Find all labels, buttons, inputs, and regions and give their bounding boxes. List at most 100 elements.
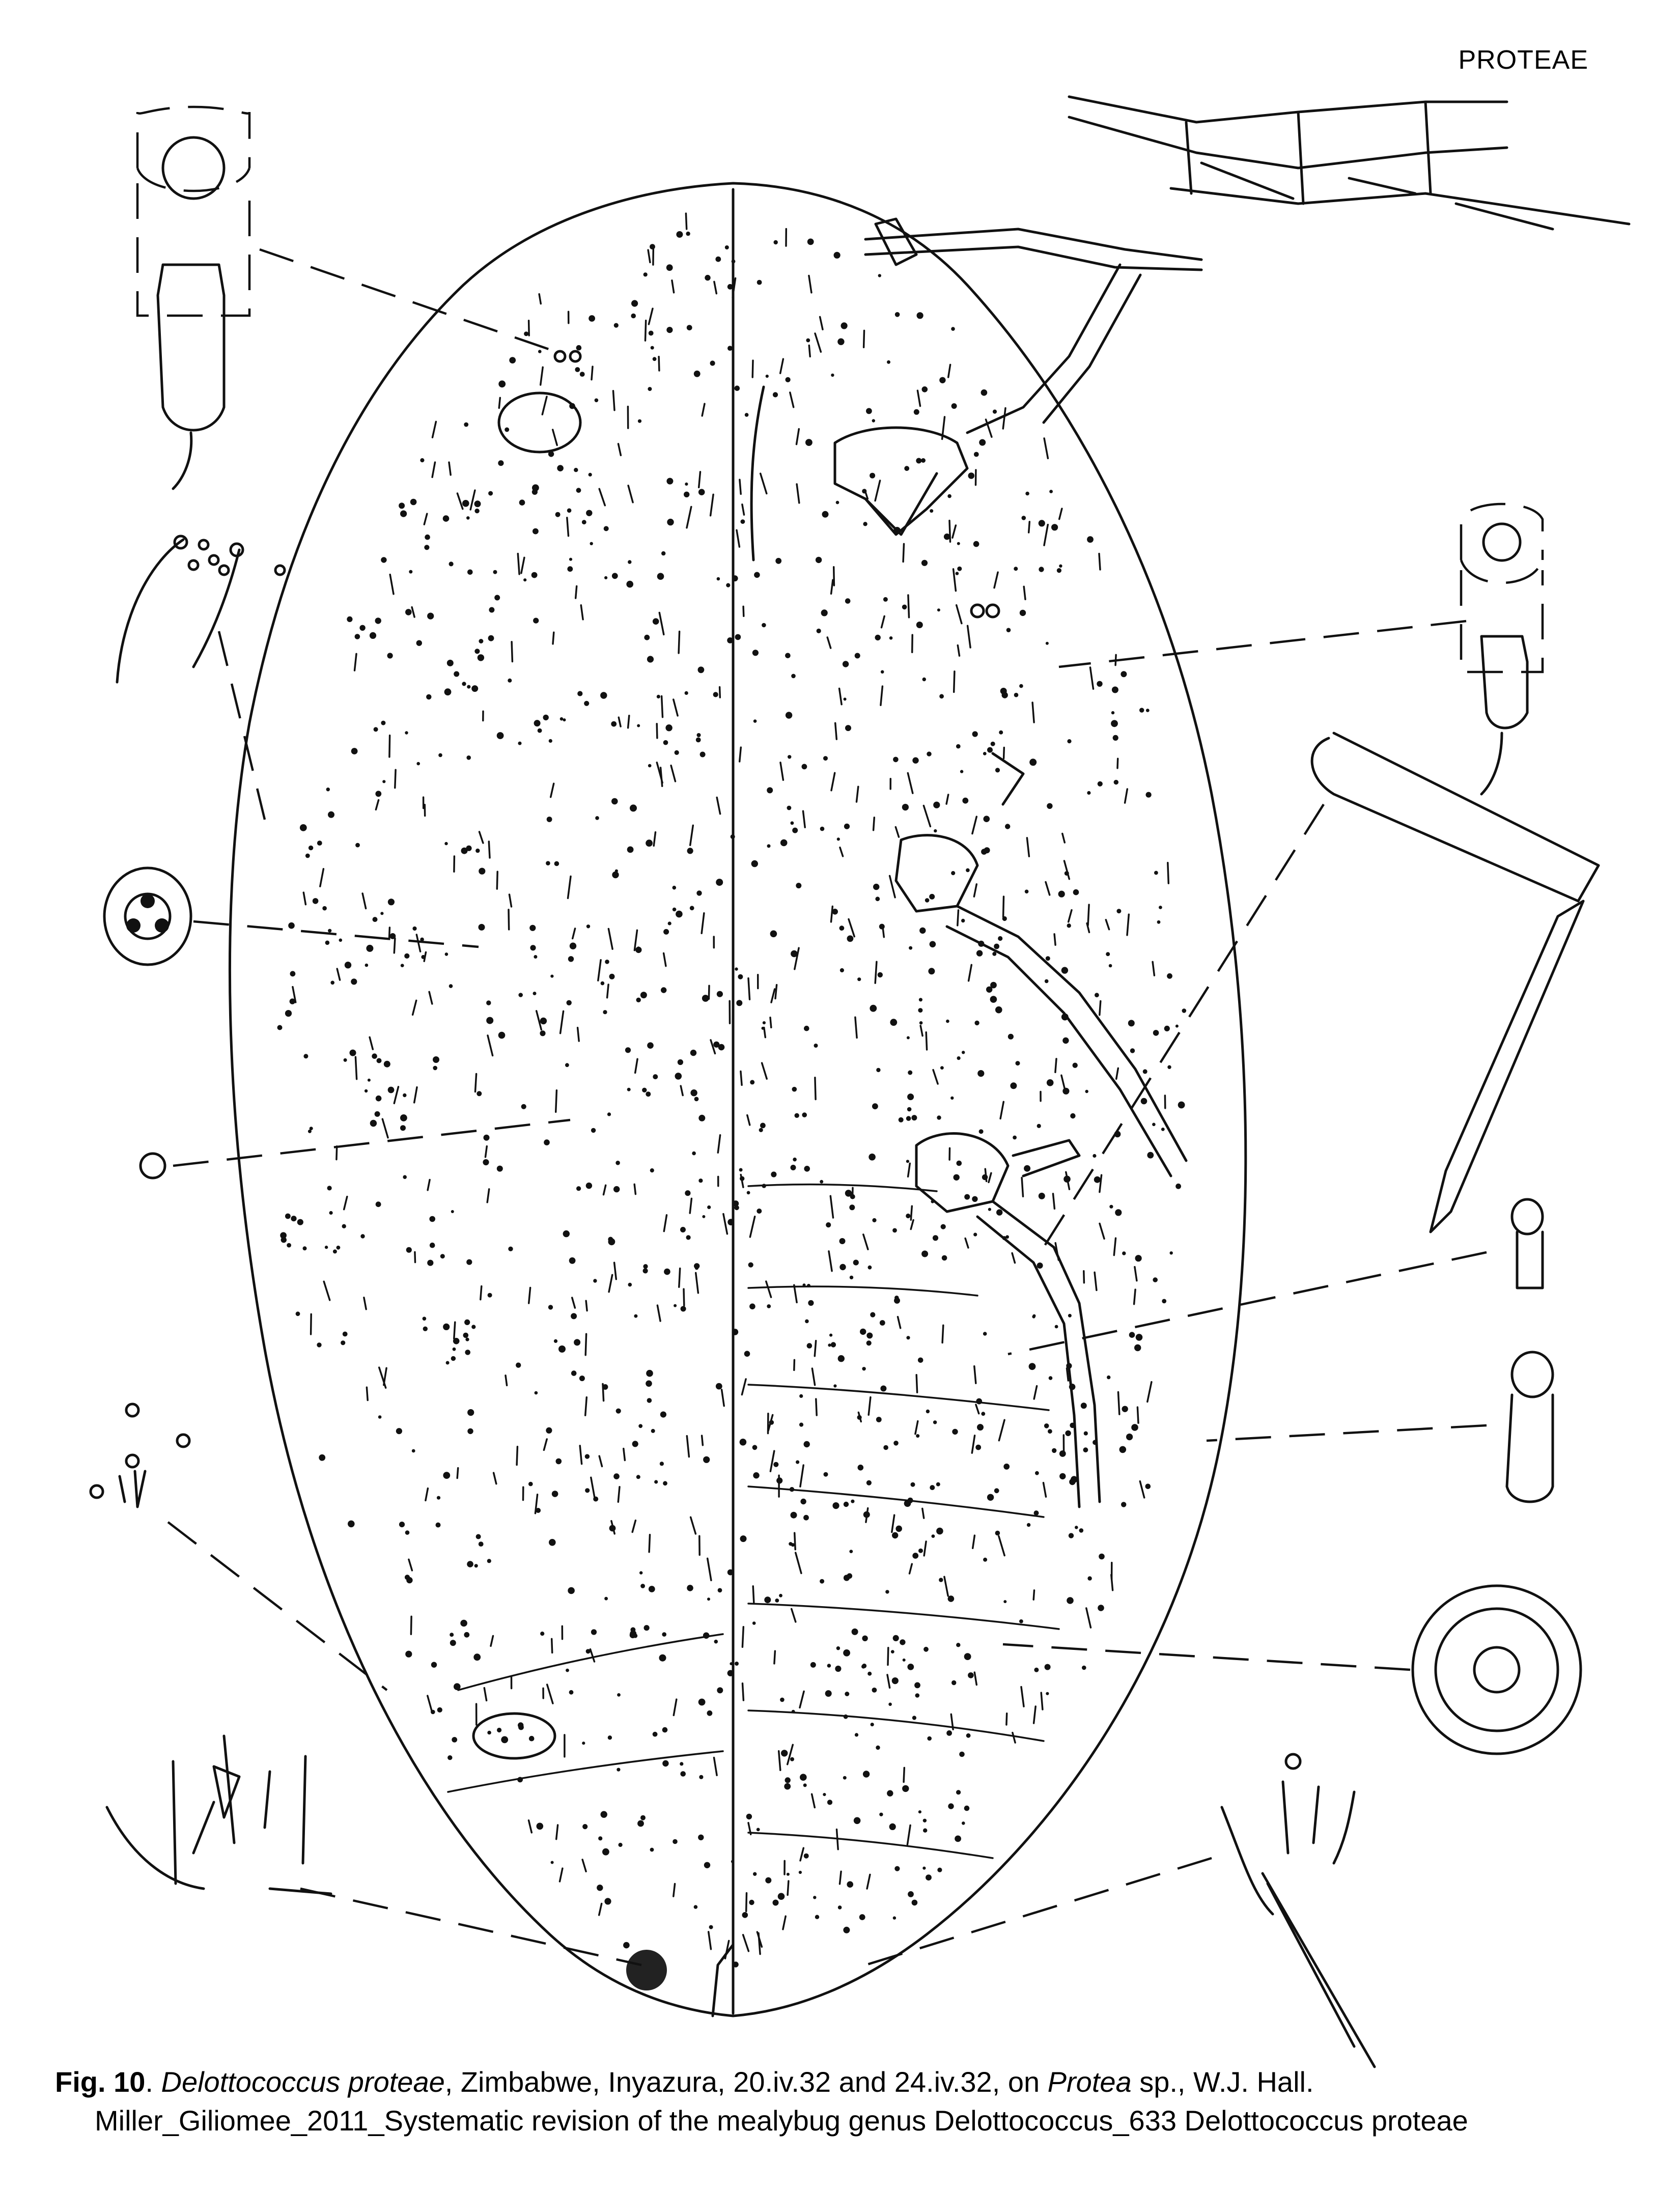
stipple-dot (603, 526, 609, 531)
stipple-dot (589, 315, 595, 322)
stipple-dot (546, 817, 552, 822)
stipple-dot (936, 1527, 943, 1535)
stipple-dot (953, 1174, 960, 1181)
seta (985, 418, 993, 438)
stipple-dot (686, 325, 692, 330)
stipple-dot (326, 788, 330, 792)
stipple-dot (479, 867, 486, 875)
stipple-dot (699, 1775, 704, 1779)
stipple-dot (908, 1891, 914, 1897)
stipple-dot (730, 1662, 733, 1666)
seta (973, 1671, 978, 1686)
stipple-dot (918, 998, 922, 1002)
seta (774, 984, 778, 1000)
seta (388, 927, 391, 938)
stipple-dot (636, 1475, 640, 1479)
stipple-dot (568, 1587, 575, 1594)
stipple-dot (988, 1208, 991, 1211)
inset-cerarius-anterior (116, 535, 286, 684)
stipple-dot (807, 238, 814, 245)
stipple-dot (680, 1227, 686, 1232)
stipple-dot (951, 327, 955, 331)
seta (707, 1931, 712, 1950)
seta (838, 1870, 842, 1885)
stipple-dot (843, 697, 847, 701)
stipple-dot (731, 259, 736, 264)
stipple-dot (990, 981, 997, 989)
seta (769, 1450, 775, 1472)
seta (1167, 862, 1170, 884)
seta (633, 929, 638, 951)
stipple-dot (802, 1283, 806, 1287)
stipple-dot (891, 1677, 899, 1685)
stipple-dot (631, 300, 638, 307)
stipple-dot (1126, 1434, 1133, 1441)
hind-leg (915, 1132, 1101, 1508)
stipple-dot (399, 1522, 405, 1528)
stipple-dot (800, 1774, 807, 1781)
stipple-dot (1024, 889, 1029, 894)
stipple-dot (646, 1380, 652, 1387)
stipple-dot (1059, 564, 1062, 568)
stipple-dot (1038, 520, 1045, 527)
seta (736, 529, 741, 548)
stipple-dot (707, 1597, 710, 1601)
inset-simple-pore (139, 1152, 166, 1180)
stipple-dot (577, 691, 583, 696)
stipple-dot (632, 1441, 638, 1447)
stipple-dot (964, 1653, 971, 1661)
stipple-dot (687, 1585, 693, 1591)
seta (393, 937, 396, 954)
stipple-dot (837, 338, 845, 345)
seta (597, 959, 602, 981)
stipple-dot (685, 1190, 691, 1196)
seta (925, 1031, 928, 1051)
stipple-dot (464, 422, 469, 427)
seta (880, 685, 884, 706)
seta (486, 1188, 490, 1203)
stipple-dot (375, 1095, 382, 1102)
seta (984, 1168, 988, 1183)
stipple-dot (422, 1316, 427, 1321)
stipple-dot (642, 1087, 647, 1092)
stipple-dot (536, 1822, 544, 1830)
stipple-dot (735, 1662, 739, 1666)
stipple-dot (815, 556, 822, 564)
stipple-dot (1045, 956, 1050, 961)
stipple-dot (1070, 1422, 1075, 1428)
stipple-dot (648, 764, 652, 768)
stipple-dot (406, 1247, 412, 1253)
stipple-dot (962, 797, 969, 804)
seta (952, 568, 957, 592)
stipple-dot (1044, 1423, 1049, 1428)
stipple-dot (387, 1086, 395, 1093)
stipple-dot (894, 1866, 900, 1871)
stipple-dot (594, 398, 599, 403)
inset-antenna-segments (1068, 95, 1631, 231)
stipple-dot (537, 728, 542, 733)
stipple-dot (1005, 824, 1011, 829)
seta (631, 1519, 637, 1533)
stipple-dot (866, 1340, 872, 1346)
stipple-dot (613, 1186, 620, 1193)
stipple-dot (486, 1017, 494, 1024)
stipple-dot (973, 541, 979, 547)
stipple-dot (912, 757, 919, 764)
stipple-dot (336, 1245, 341, 1250)
stipple-dot (1006, 628, 1011, 632)
stipple-dot (466, 755, 471, 760)
stipple-dot (895, 1525, 902, 1532)
seta (580, 604, 584, 621)
seta (538, 293, 542, 305)
seta (389, 573, 395, 595)
stipple-dot (951, 871, 956, 876)
stipple-dot (853, 1259, 859, 1266)
stipple-dot (369, 632, 377, 639)
stipple-dot (663, 929, 669, 935)
seta (1099, 1222, 1105, 1240)
stipple-dot (1062, 1037, 1069, 1044)
seta (922, 804, 932, 828)
seta (993, 571, 999, 589)
stipple-dot (1145, 709, 1150, 712)
stipple-dot (1145, 792, 1152, 798)
